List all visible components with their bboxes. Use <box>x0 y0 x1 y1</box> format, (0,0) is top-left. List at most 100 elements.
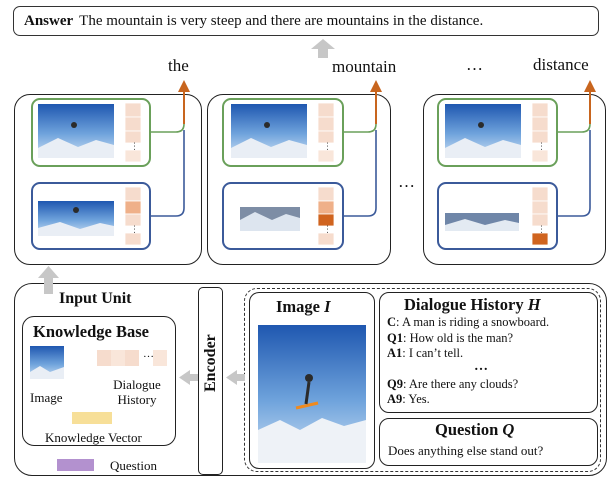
output-word-distance: distance <box>533 55 589 74</box>
attention-cell <box>531 149 549 163</box>
history-speaker: A9 <box>387 392 403 406</box>
kb-history-label: Dialogue History <box>113 377 161 407</box>
history-line: A9: Yes. <box>387 392 430 408</box>
dialogue-history-box <box>379 292 598 413</box>
distance-crop-snow <box>445 219 519 231</box>
kb-image-label: Image <box>30 390 63 405</box>
history-line: Q9: Are there any clouds? <box>387 377 518 393</box>
question-vector-bar <box>57 459 94 471</box>
snowboard-photo-snow <box>231 138 307 158</box>
image-input-symbol: I <box>324 297 331 316</box>
attention-cell <box>317 149 335 163</box>
strip-ellipsis: ⋮ <box>537 142 546 152</box>
snowboard-photo-snow <box>445 138 521 158</box>
attention-cell <box>317 232 335 246</box>
history-attention-box-3 <box>437 182 558 250</box>
attention-cell <box>531 213 549 227</box>
kb-question-label: Question <box>110 458 157 473</box>
attention-cell <box>317 116 335 132</box>
arrow-to-kb-head <box>179 370 190 385</box>
arrow-to-steps-head <box>38 266 59 278</box>
arrow-to-encoder-head <box>226 370 237 385</box>
strip-ellipsis: ⋮ <box>323 142 332 152</box>
snowboarder-figure <box>264 122 270 128</box>
history-text: : A man is riding a snowboard. <box>396 315 550 329</box>
question-title: Question Q <box>435 420 514 440</box>
history-speaker: Q9 <box>387 377 403 391</box>
image-input-box <box>249 292 375 469</box>
kb-vectors <box>57 350 167 471</box>
output-arrows <box>178 80 596 124</box>
dialogue-history-symbol: H <box>527 295 541 314</box>
history-line: Q1: How old is the man? <box>387 331 513 347</box>
attention-cell <box>124 102 142 118</box>
history-text: : Yes. <box>402 392 430 406</box>
output-arrow-head <box>370 80 382 92</box>
attention-cell <box>531 200 549 215</box>
photo-thumbnails <box>30 104 521 463</box>
image-input-title: Image I <box>276 297 331 317</box>
decoding-step-3 <box>423 94 606 265</box>
flow-arrows <box>38 39 335 385</box>
knowledge-base-title: Knowledge Base <box>33 322 149 341</box>
attention-cell <box>317 186 335 202</box>
strip-ellipsis: ⋮ <box>323 225 332 235</box>
link-line <box>558 130 591 217</box>
encoder-box <box>198 287 223 475</box>
kb-history-cell <box>125 350 139 366</box>
dialogue-history-title-text: Dialogue History <box>404 295 524 314</box>
strip-ellipses: ⋮ ⋮ ⋮ ⋮ ⋮ ⋮ <box>130 142 546 235</box>
question-text: Does anything else stand out? <box>388 443 544 458</box>
kb-history-cell <box>153 350 167 366</box>
attention-cell <box>124 232 142 246</box>
decoding-step-1 <box>14 94 202 265</box>
attention-cell <box>317 200 335 215</box>
attention-cell <box>317 213 335 227</box>
snowboard <box>295 401 319 410</box>
attention-cell <box>124 130 142 144</box>
decoding-step-2 <box>207 94 391 265</box>
history-speaker: A1 <box>387 346 403 360</box>
snowboarder-figure <box>305 374 313 382</box>
answer-text: The mountain is very steep and there are… <box>79 13 484 29</box>
attention-strips <box>124 102 549 246</box>
arrow-to-answer <box>318 48 328 58</box>
arrow-to-encoder <box>237 374 245 381</box>
snowboarder-figure <box>71 122 77 128</box>
strip-ellipsis: ⋮ <box>537 225 546 235</box>
image-attention-box-3 <box>437 98 558 167</box>
history-line: … <box>474 359 488 375</box>
kb-vector-label: Knowledge Vector <box>45 430 142 445</box>
attention-cell <box>317 102 335 118</box>
history-speaker: C <box>387 315 397 329</box>
attention-cell <box>531 116 549 132</box>
question-box <box>379 418 598 466</box>
snowboarder-figure <box>478 122 484 128</box>
history-line: A1: I can’t tell. <box>387 346 463 362</box>
link-line <box>344 130 377 217</box>
attention-cell <box>531 186 549 202</box>
image-input-snow <box>258 418 366 463</box>
strip-ellipsis: ⋮ <box>130 142 139 152</box>
kb-ellipsis: … <box>143 348 154 360</box>
image-attention-box-1 <box>31 98 151 167</box>
snowboard-photo-snow <box>38 138 114 158</box>
history-text: : How old is the man? <box>402 331 514 345</box>
snowboarder-figure <box>73 207 79 213</box>
output-word-mountain: mountain <box>332 57 397 76</box>
attention-cell <box>124 213 142 227</box>
snowboarder-body <box>304 381 311 405</box>
attention-cell <box>124 116 142 132</box>
steps-ellipsis: … <box>398 172 415 191</box>
attention-cell <box>531 130 549 144</box>
input-unit-box <box>14 283 607 476</box>
attention-cell <box>531 102 549 118</box>
history-attention-box-1 <box>31 182 151 250</box>
history-speaker: … <box>474 359 488 374</box>
strip-ellipsis: ⋮ <box>130 225 139 235</box>
image-input-title-text: Image <box>276 297 320 316</box>
history-text: : I can’t tell. <box>402 346 464 360</box>
mountain-crop-snow <box>240 212 300 231</box>
attention-cell <box>531 232 549 246</box>
